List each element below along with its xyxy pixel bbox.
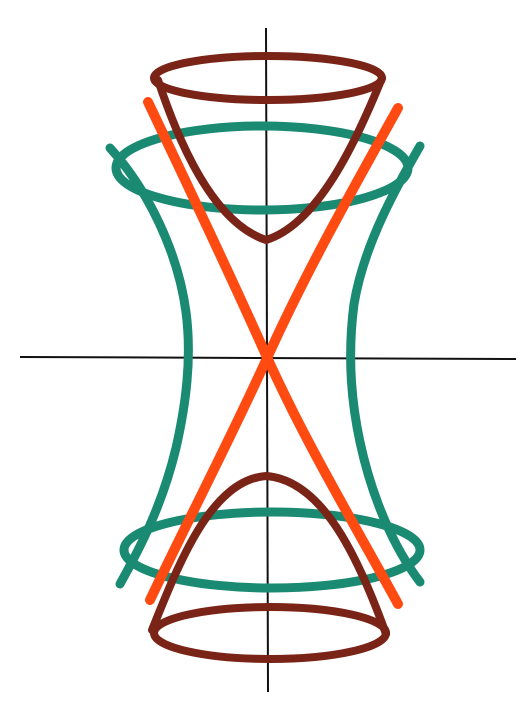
double-cone <box>143 97 403 609</box>
hyperboloid-one-sheet-left-profile <box>105 143 193 589</box>
hyperboloid-of-two-sheets <box>148 52 390 663</box>
hyperboloid-one-sheet-bottom-ellipse <box>119 507 425 593</box>
hyperboloid-one-sheet-right-profile <box>346 141 425 587</box>
hyperboloid-of-one-sheet <box>105 121 425 593</box>
cone-generator-right <box>145 103 403 605</box>
upper-sheet-profile <box>154 74 386 244</box>
upper-sheet-rim <box>150 52 386 104</box>
lower-sheet-profile <box>148 472 390 638</box>
lower-sheet-rim <box>150 603 390 663</box>
